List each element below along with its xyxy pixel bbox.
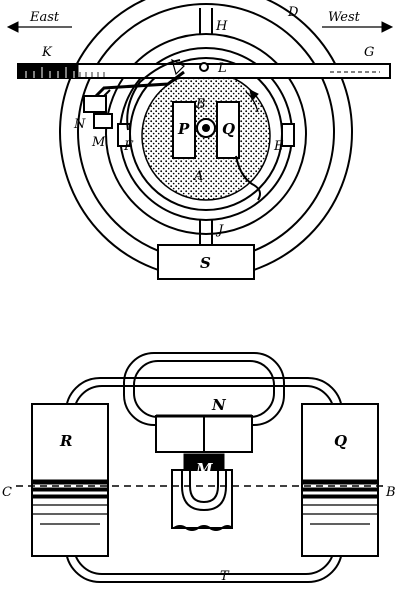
block-m — [93, 113, 113, 129]
label-b-bottom: B — [385, 485, 396, 500]
label-k: K — [41, 45, 53, 60]
east-arrow — [6, 21, 72, 33]
spoke-bottom — [199, 220, 213, 246]
west-label: West — [328, 10, 361, 25]
pointer-arm — [94, 70, 185, 98]
label-b: B — [195, 97, 206, 112]
label-g: G — [364, 45, 374, 60]
label-q: Q — [222, 120, 235, 138]
west-arrow — [322, 21, 394, 33]
label-c: C — [2, 485, 12, 500]
label-d: D — [287, 5, 299, 20]
core-m-arch-inner — [189, 470, 219, 504]
wire-lower — [235, 155, 261, 201]
label-n: N — [73, 117, 86, 132]
label-q-bottom: Q — [334, 432, 347, 450]
label-h: H — [215, 19, 228, 34]
arc-arrowhead — [249, 89, 259, 102]
top-figure: East West — [6, 0, 394, 280]
bottom-figure: R Q N M C B T — [2, 352, 396, 584]
coil-q-lines — [301, 479, 379, 525]
core-m-bottom-edge — [173, 525, 233, 531]
coil-p — [172, 101, 196, 159]
label-e: E — [273, 139, 284, 154]
label-r: R — [59, 432, 72, 450]
label-s: S — [200, 254, 211, 272]
arrow-arc — [245, 91, 259, 113]
core-m-arch-outer — [181, 470, 227, 512]
block-n — [83, 95, 107, 113]
label-m-bottom: M — [195, 460, 213, 478]
spoke-top — [199, 8, 213, 34]
coil-q — [216, 101, 240, 159]
label-t: T — [220, 569, 230, 584]
label-f: F — [123, 139, 134, 154]
upper-loop-inner — [133, 360, 275, 418]
core-m-cap — [183, 453, 225, 471]
pivot-l — [199, 62, 209, 72]
wire-upper — [126, 59, 181, 131]
middle-ring-outer-edge — [105, 33, 307, 235]
label-l: L — [217, 61, 227, 76]
block-n-link — [103, 89, 111, 97]
east-label: East — [29, 10, 60, 25]
label-a: A — [193, 169, 203, 184]
support-right — [281, 123, 295, 147]
label-j: J — [215, 223, 224, 238]
label-p: P — [177, 120, 190, 138]
pivot-center — [202, 124, 210, 132]
base-block — [157, 244, 255, 280]
coil-r-lines — [31, 479, 109, 525]
label-n-bottom: N — [211, 396, 227, 414]
pointer-tip — [171, 58, 186, 76]
label-m: M — [91, 135, 106, 150]
